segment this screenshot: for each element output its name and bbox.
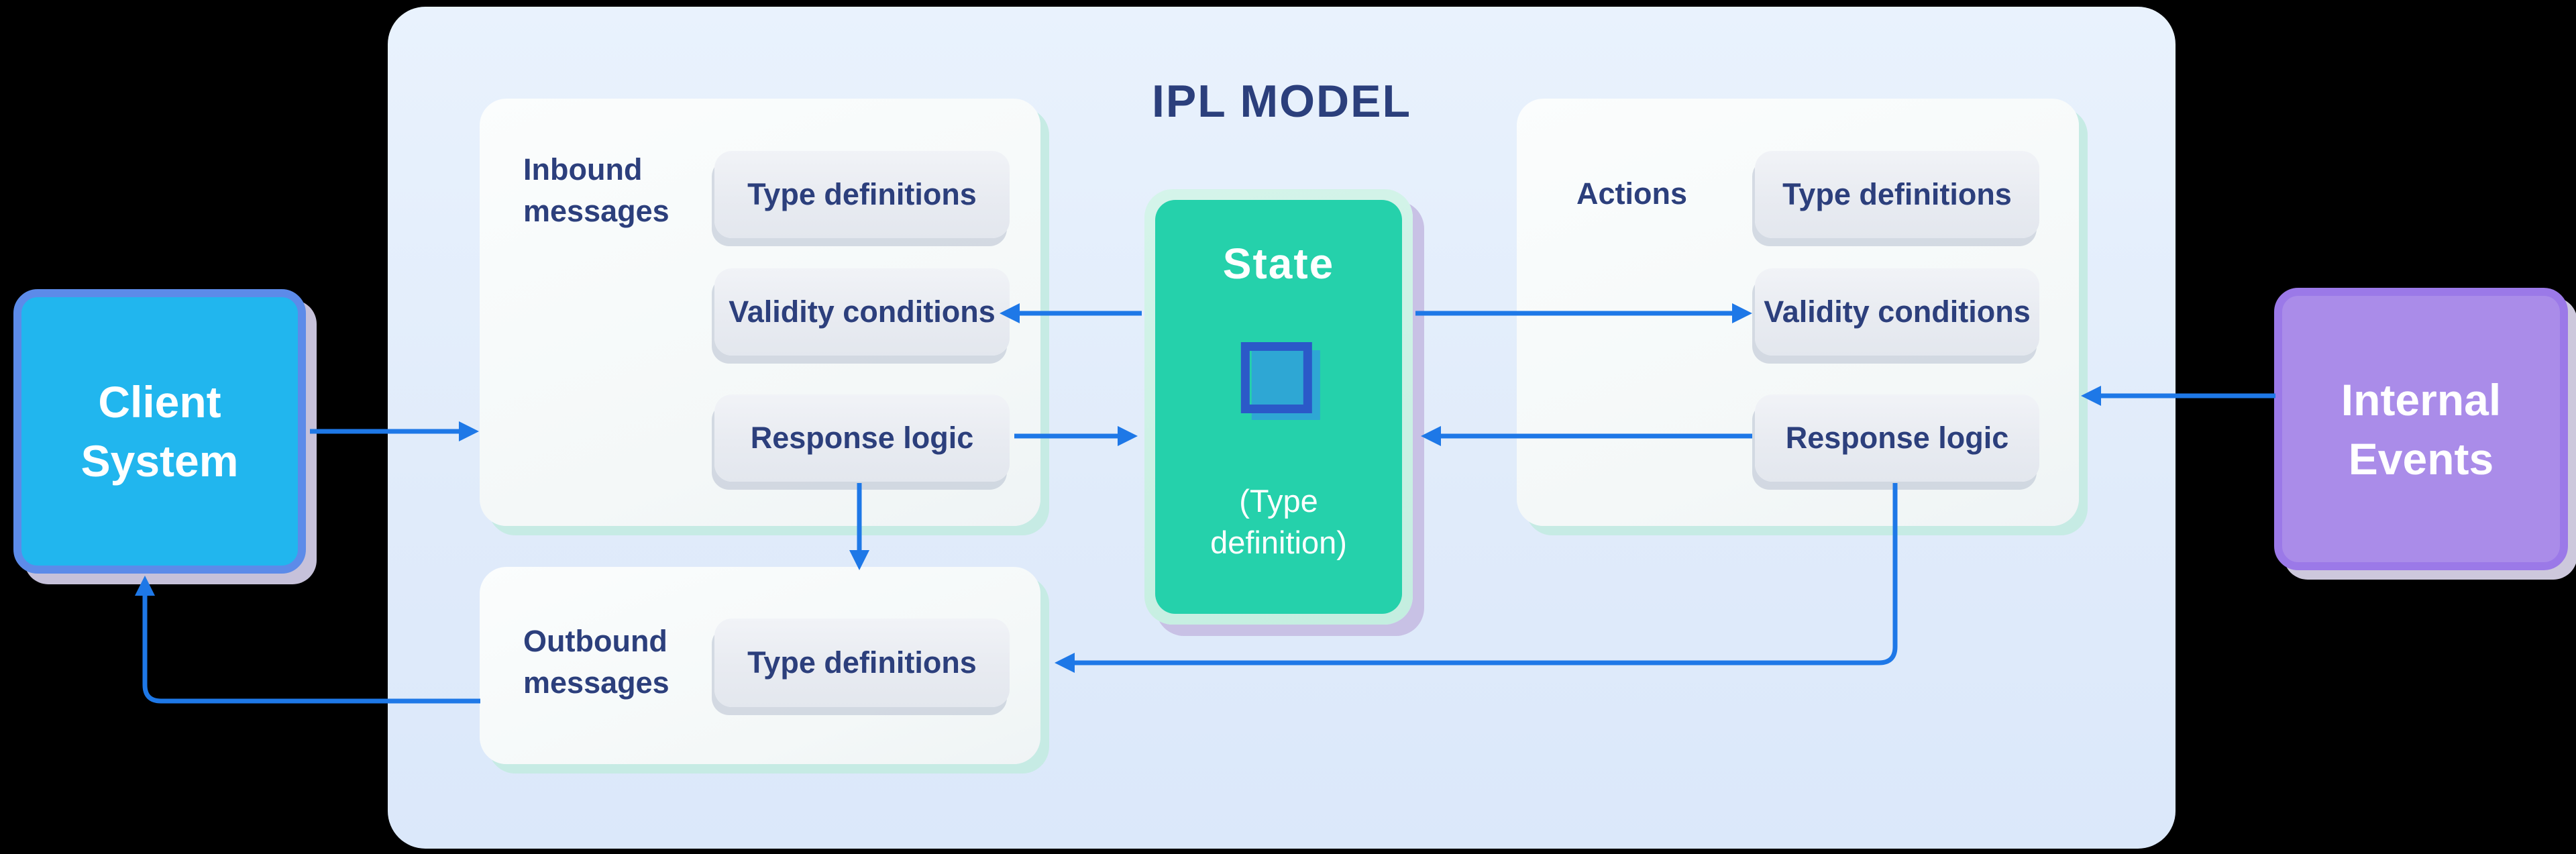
- outbound-messages-label: Outbound messages: [523, 624, 669, 700]
- state-subtitle: (Type definition): [1210, 483, 1347, 560]
- actions-response-logic-node: Response logic: [1755, 394, 2039, 482]
- state-node: State (Type definition): [1144, 189, 1413, 625]
- client-system-node: Client System: [13, 289, 306, 574]
- inbound-type-definitions-node: Type definitions: [714, 151, 1010, 238]
- internal-events-node: Internal Events: [2274, 288, 2568, 570]
- state-title: State: [1222, 239, 1335, 288]
- actions-type-definitions-node: Type definitions: [1755, 151, 2039, 238]
- outbound-type-definitions-node: Type definitions: [714, 619, 1010, 707]
- inbound-messages-label: Inbound messages: [523, 152, 669, 228]
- actions-validity-conditions-node: Validity conditions: [1755, 268, 2039, 356]
- state-square-icon: [1240, 342, 1320, 420]
- inbound-validity-conditions-node: Validity conditions: [714, 268, 1010, 356]
- actions-label: Actions: [1576, 176, 1688, 211]
- inbound-response-logic-node: Response logic: [714, 394, 1010, 482]
- diagram-title: IPL MODEL: [1152, 76, 1411, 127]
